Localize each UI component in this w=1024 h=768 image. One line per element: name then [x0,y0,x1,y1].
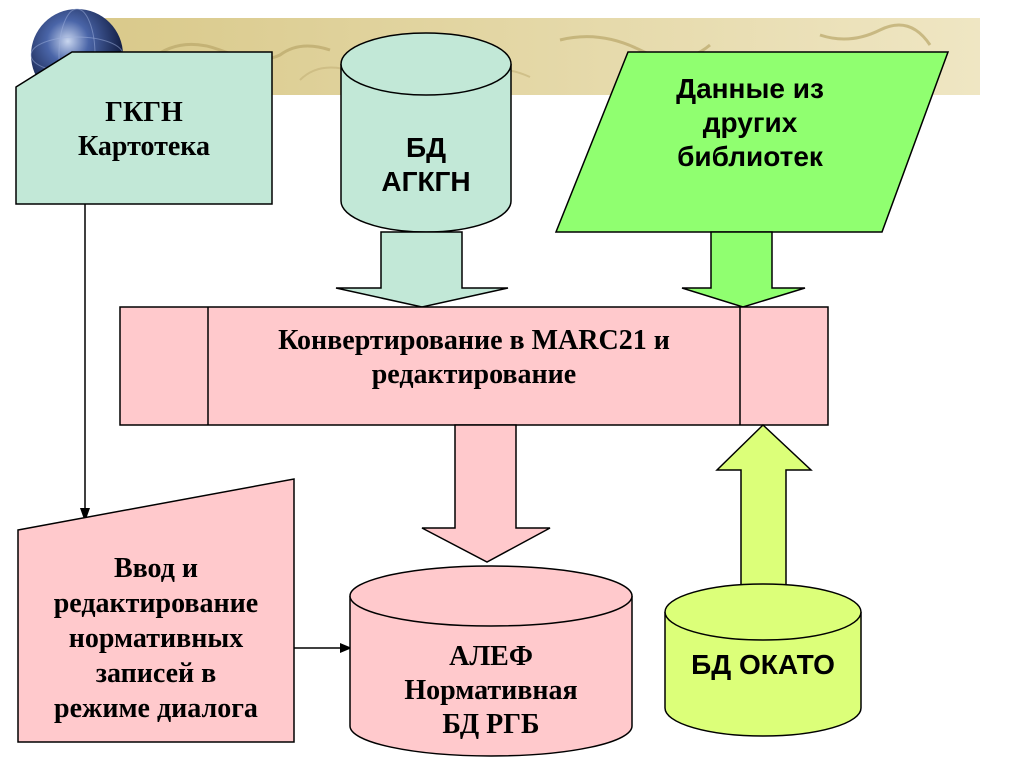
bd-okato-label: БД ОКАТО [691,648,835,680]
arrow-convert-to-aleph [421,424,551,563]
bd-okato-cylinder [664,583,862,737]
arrow-okato-to-convert [715,423,813,591]
bd-agkgn-cylinder [340,32,512,233]
connector-card-to-input-head [80,508,90,522]
arrow-agkgn-to-convert [335,231,509,308]
input-edit-shape [17,478,295,743]
other-libraries-shape [554,51,950,233]
arrow-libraries-to-convert [681,231,806,308]
aleph-cylinder [349,565,633,757]
gkgn-card-shape [15,51,273,205]
convert-process-box [119,306,829,426]
connector-input-to-aleph-head [340,643,352,653]
